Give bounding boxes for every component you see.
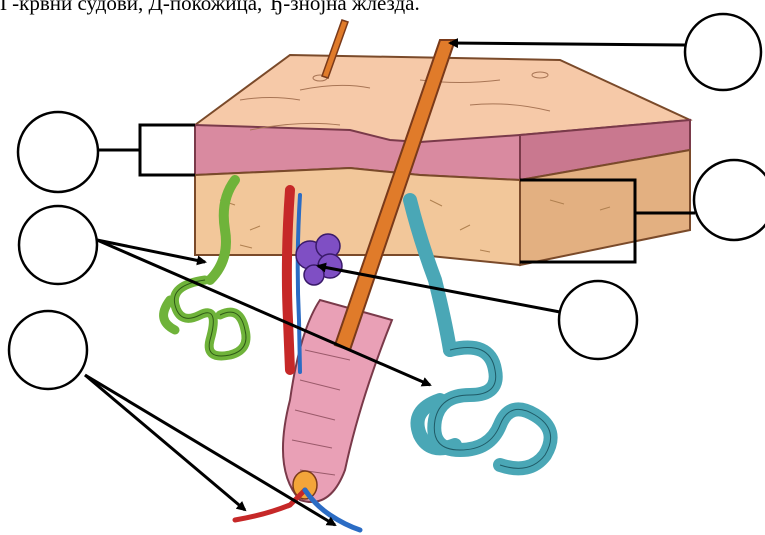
arrow-hair: [450, 43, 685, 45]
dermal-artery: [287, 190, 290, 370]
label-circle-dermis[interactable]: [694, 160, 765, 240]
label-circle-epidermis[interactable]: [18, 112, 98, 192]
label-circle-sweat-glands[interactable]: [19, 206, 97, 284]
epidermis-bracket: [98, 125, 195, 175]
blue-sweat-gland-coil: [418, 348, 551, 469]
green-sweat-gland-coil: [164, 280, 246, 356]
label-circle-blood-vessels[interactable]: [9, 311, 87, 389]
hair-bulb: [293, 471, 317, 499]
dermis-layer: [195, 168, 520, 265]
label-circle-top-right[interactable]: [685, 14, 761, 90]
dermal-vein: [298, 195, 300, 372]
arrow-artery: [85, 375, 245, 510]
label-circle-sebaceous[interactable]: [559, 281, 637, 359]
arrow-green-gland: [97, 240, 205, 262]
